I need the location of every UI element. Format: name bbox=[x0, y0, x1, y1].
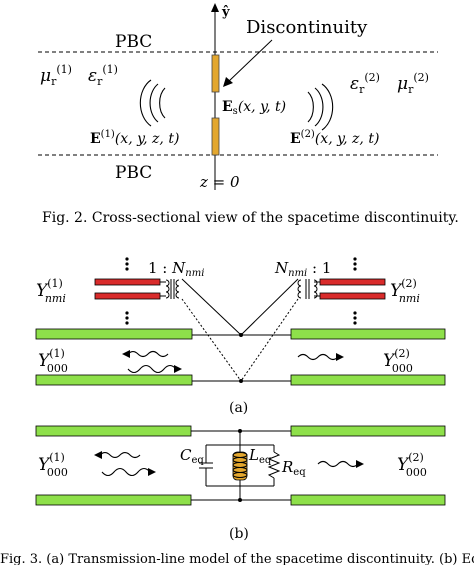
green-line-right-top bbox=[290, 328, 446, 340]
eps-r-2: εr(2) bbox=[350, 71, 380, 96]
inductor-coil bbox=[232, 452, 248, 478]
y000-1-a: Y(1)000 bbox=[38, 347, 68, 375]
circuit-a: 1 : Nnmi Nnmi : 1 Y(1)nmi Y(2)nmi Y(1)00 bbox=[35, 257, 446, 416]
wave-arrows-b bbox=[99, 451, 359, 477]
y000-2-a: Y(2)000 bbox=[383, 347, 413, 375]
node-b-bottom bbox=[238, 498, 242, 502]
figure-2: PBC PBC ŷ Discontinuity μr(1) εr(1) εr(2… bbox=[38, 3, 459, 226]
y000-2-b: Y(2)000 bbox=[397, 451, 427, 479]
discontinuity-pointer bbox=[227, 39, 273, 83]
transformer-right bbox=[297, 279, 320, 299]
junction-node-bottom bbox=[239, 379, 243, 383]
y-nmi-2: Y(2)nmi bbox=[390, 277, 420, 305]
green-line-right-bottom bbox=[290, 374, 446, 386]
green-line-b-left-bottom bbox=[35, 494, 192, 506]
mu-r-1: μr(1) bbox=[40, 63, 72, 88]
green-line-b-left-top bbox=[35, 425, 192, 437]
discontinuity-sheet-top bbox=[211, 54, 220, 93]
wave-a-arrowhead-incoming bbox=[174, 365, 182, 373]
red-line-left-top bbox=[94, 278, 161, 286]
y-axis-arrowhead bbox=[211, 3, 219, 12]
ratio-left: 1 : Nnmi bbox=[148, 259, 204, 279]
wave-arcs-right bbox=[307, 83, 334, 131]
eps-r-1: εr(1) bbox=[88, 63, 118, 88]
y-axis-label: ŷ bbox=[221, 5, 230, 20]
tag-a: (a) bbox=[229, 400, 248, 416]
green-line-b-right-bottom bbox=[290, 494, 446, 506]
wave-a-arrowhead-left bbox=[122, 350, 130, 358]
green-line-b-right-top bbox=[290, 425, 446, 437]
junction-wires bbox=[181, 278, 299, 382]
es-field-label: Es(x, y, t) bbox=[222, 99, 286, 117]
wave-b-arrowhead-right bbox=[356, 460, 364, 468]
wave-arcs-left bbox=[139, 79, 166, 127]
pbc-top-label: PBC bbox=[115, 32, 152, 52]
junction-node-top bbox=[239, 333, 243, 337]
red-line-left-bottom bbox=[94, 292, 161, 300]
discontinuity-label: Discontinuity bbox=[246, 17, 368, 38]
c-eq-label: Ceq bbox=[180, 446, 204, 466]
wave-a-arrowhead-right bbox=[336, 353, 344, 361]
r-eq-label: Req bbox=[281, 458, 306, 478]
circuit-b: Ceq Leq Req Y(1)000 Y(2)000 (b) bbox=[35, 425, 446, 542]
l-eq-label: Leq bbox=[248, 446, 272, 466]
mu-r-2: μr(2) bbox=[397, 71, 429, 96]
red-line-right-top bbox=[319, 278, 386, 286]
transformer-left bbox=[160, 279, 180, 299]
ratio-right: Nnmi : 1 bbox=[274, 259, 331, 279]
wave-b-arrowhead-incoming bbox=[148, 468, 156, 476]
y-nmi-1: Y(1)nmi bbox=[36, 277, 66, 305]
y000-1-b: Y(1)000 bbox=[38, 451, 68, 479]
z-equals-zero: z = 0 bbox=[199, 173, 240, 191]
dots-bottom-left bbox=[125, 311, 129, 325]
node-b-top bbox=[238, 429, 242, 433]
dots-top-right bbox=[353, 257, 357, 271]
wave-arrows-a bbox=[127, 350, 339, 374]
wave-b-arrowhead-left bbox=[94, 451, 102, 459]
green-line-left-top bbox=[35, 328, 193, 340]
e1-field-label: E(1)(x, y, z, t) bbox=[90, 129, 179, 147]
inductor-core bbox=[232, 451, 248, 481]
green-line-left-bottom bbox=[35, 374, 193, 386]
dots-bottom-right bbox=[353, 311, 357, 325]
e2-field-label: E(2)(x, y, z, t) bbox=[290, 129, 379, 147]
dots-top-left bbox=[125, 257, 129, 271]
discontinuity-pointer-arrowhead bbox=[223, 77, 233, 87]
red-line-right-bottom bbox=[319, 292, 386, 300]
pbc-bottom-label: PBC bbox=[115, 163, 152, 183]
bottom-caption: Fig. 3. (a) Transmission-line model of t… bbox=[0, 552, 474, 565]
discontinuity-sheet-bottom bbox=[211, 117, 220, 156]
figure-2-caption: Fig. 2. Cross-sectional view of the spac… bbox=[42, 210, 459, 226]
tag-b: (b) bbox=[229, 526, 249, 542]
